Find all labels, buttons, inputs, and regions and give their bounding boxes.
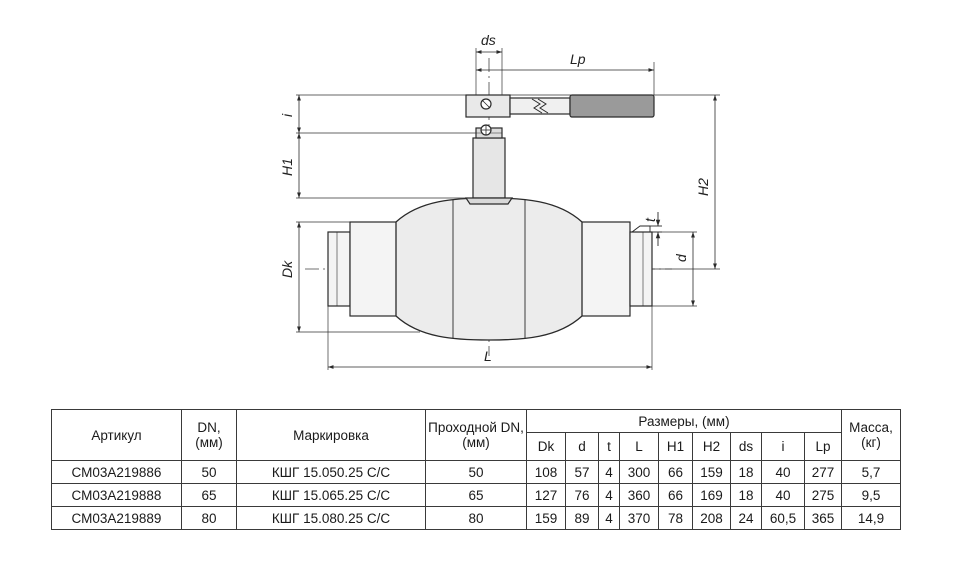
dimension-lines	[297, 50, 717, 369]
cell-ds: 24	[730, 506, 762, 530]
cell-h2: 208	[692, 506, 731, 530]
cell-d: 57	[565, 460, 599, 484]
dim-label-l: L	[484, 348, 492, 364]
cell-ds: 18	[730, 483, 762, 507]
cell-marking: КШГ 15.065.25 С/С	[236, 483, 426, 507]
cell-marking: КШГ 15.050.25 С/С	[236, 460, 426, 484]
header-dn: DN, (мм)	[181, 409, 237, 461]
cell-article: СМ03А219886	[51, 460, 182, 484]
cell-mass: 14,9	[841, 506, 901, 530]
subheader-dk: Dk	[526, 432, 566, 461]
cell-mass: 9,5	[841, 483, 901, 507]
cell-dn: 50	[181, 460, 237, 484]
cell-l: 360	[619, 483, 659, 507]
subheader-l: L	[619, 432, 659, 461]
dim-label-ds: ds	[481, 32, 496, 48]
dim-label-t: t	[642, 217, 658, 222]
cell-d: 89	[565, 506, 599, 530]
subheader-ds: ds	[730, 432, 762, 461]
cell-passage: 50	[425, 460, 527, 484]
cell-dk: 108	[526, 460, 566, 484]
cell-article: СМ03А219888	[51, 483, 182, 507]
cell-h2: 169	[692, 483, 731, 507]
handle-lever	[509, 94, 655, 118]
cell-h1: 66	[658, 483, 693, 507]
dim-label-lp: Lp	[570, 51, 586, 67]
table-row: СМ03А219888 65 КШГ 15.065.25 С/С 65 127 …	[51, 483, 901, 507]
subheader-i: i	[761, 432, 805, 461]
cell-d: 76	[565, 483, 599, 507]
spec-table: Артикул DN, (мм) Маркировка Проходной DN…	[51, 409, 901, 530]
cell-passage: 80	[425, 506, 527, 530]
valve-body	[395, 197, 583, 341]
header-article: Артикул	[51, 409, 182, 461]
dim-label-h1: H1	[279, 158, 295, 176]
cell-i: 40	[761, 483, 805, 507]
cell-h2: 159	[692, 460, 731, 484]
cell-i: 60,5	[761, 506, 805, 530]
subheader-t: t	[598, 432, 620, 461]
dim-label-i: i	[279, 113, 295, 117]
dim-label-dk: Dk	[279, 260, 295, 278]
valve-stem	[464, 127, 514, 205]
subheader-h1: H1	[658, 432, 693, 461]
cell-passage: 65	[425, 483, 527, 507]
cell-l: 300	[619, 460, 659, 484]
left-pipe-end	[327, 221, 399, 317]
subheader-lp: Lp	[804, 432, 842, 461]
header-row-1: Артикул DN, (мм) Маркировка Проходной DN…	[51, 409, 901, 461]
header-mass: Масса, (кг)	[841, 409, 901, 461]
cell-dk: 159	[526, 506, 566, 530]
cell-lp: 365	[804, 506, 842, 530]
wall-thickness-marker	[631, 212, 662, 246]
valve-drawing: ds Lp i H1 H2 Dk d t L	[279, 32, 720, 370]
cell-dn: 80	[181, 506, 237, 530]
cell-h1: 66	[658, 460, 693, 484]
cell-ds: 18	[730, 460, 762, 484]
header-passage: Проходной DN, (мм)	[425, 409, 527, 461]
header-marking: Маркировка	[236, 409, 426, 461]
cell-h1: 78	[658, 506, 693, 530]
dim-label-d: d	[673, 253, 689, 262]
handle-head	[465, 94, 511, 136]
cell-l: 370	[619, 506, 659, 530]
cell-dk: 127	[526, 483, 566, 507]
cell-lp: 275	[804, 483, 842, 507]
cell-t: 4	[598, 460, 620, 484]
dim-label-h2: H2	[695, 178, 711, 196]
header-dimensions: Размеры, (мм)	[526, 409, 842, 433]
cell-t: 4	[598, 483, 620, 507]
cell-article: СМ03А219889	[51, 506, 182, 530]
cell-i: 40	[761, 460, 805, 484]
cell-dn: 65	[181, 483, 237, 507]
cell-lp: 277	[804, 460, 842, 484]
subheader-d: d	[565, 432, 599, 461]
cell-t: 4	[598, 506, 620, 530]
subheader-h2: H2	[692, 432, 731, 461]
table-row: СМ03А219886 50 КШГ 15.050.25 С/С 50 108 …	[51, 460, 901, 484]
cell-marking: КШГ 15.080.25 С/С	[236, 506, 426, 530]
table-row: СМ03А219889 80 КШГ 15.080.25 С/С 80 159 …	[51, 506, 901, 530]
extension-lines	[296, 48, 720, 370]
right-pipe-end	[579, 221, 653, 317]
cell-mass: 5,7	[841, 460, 901, 484]
